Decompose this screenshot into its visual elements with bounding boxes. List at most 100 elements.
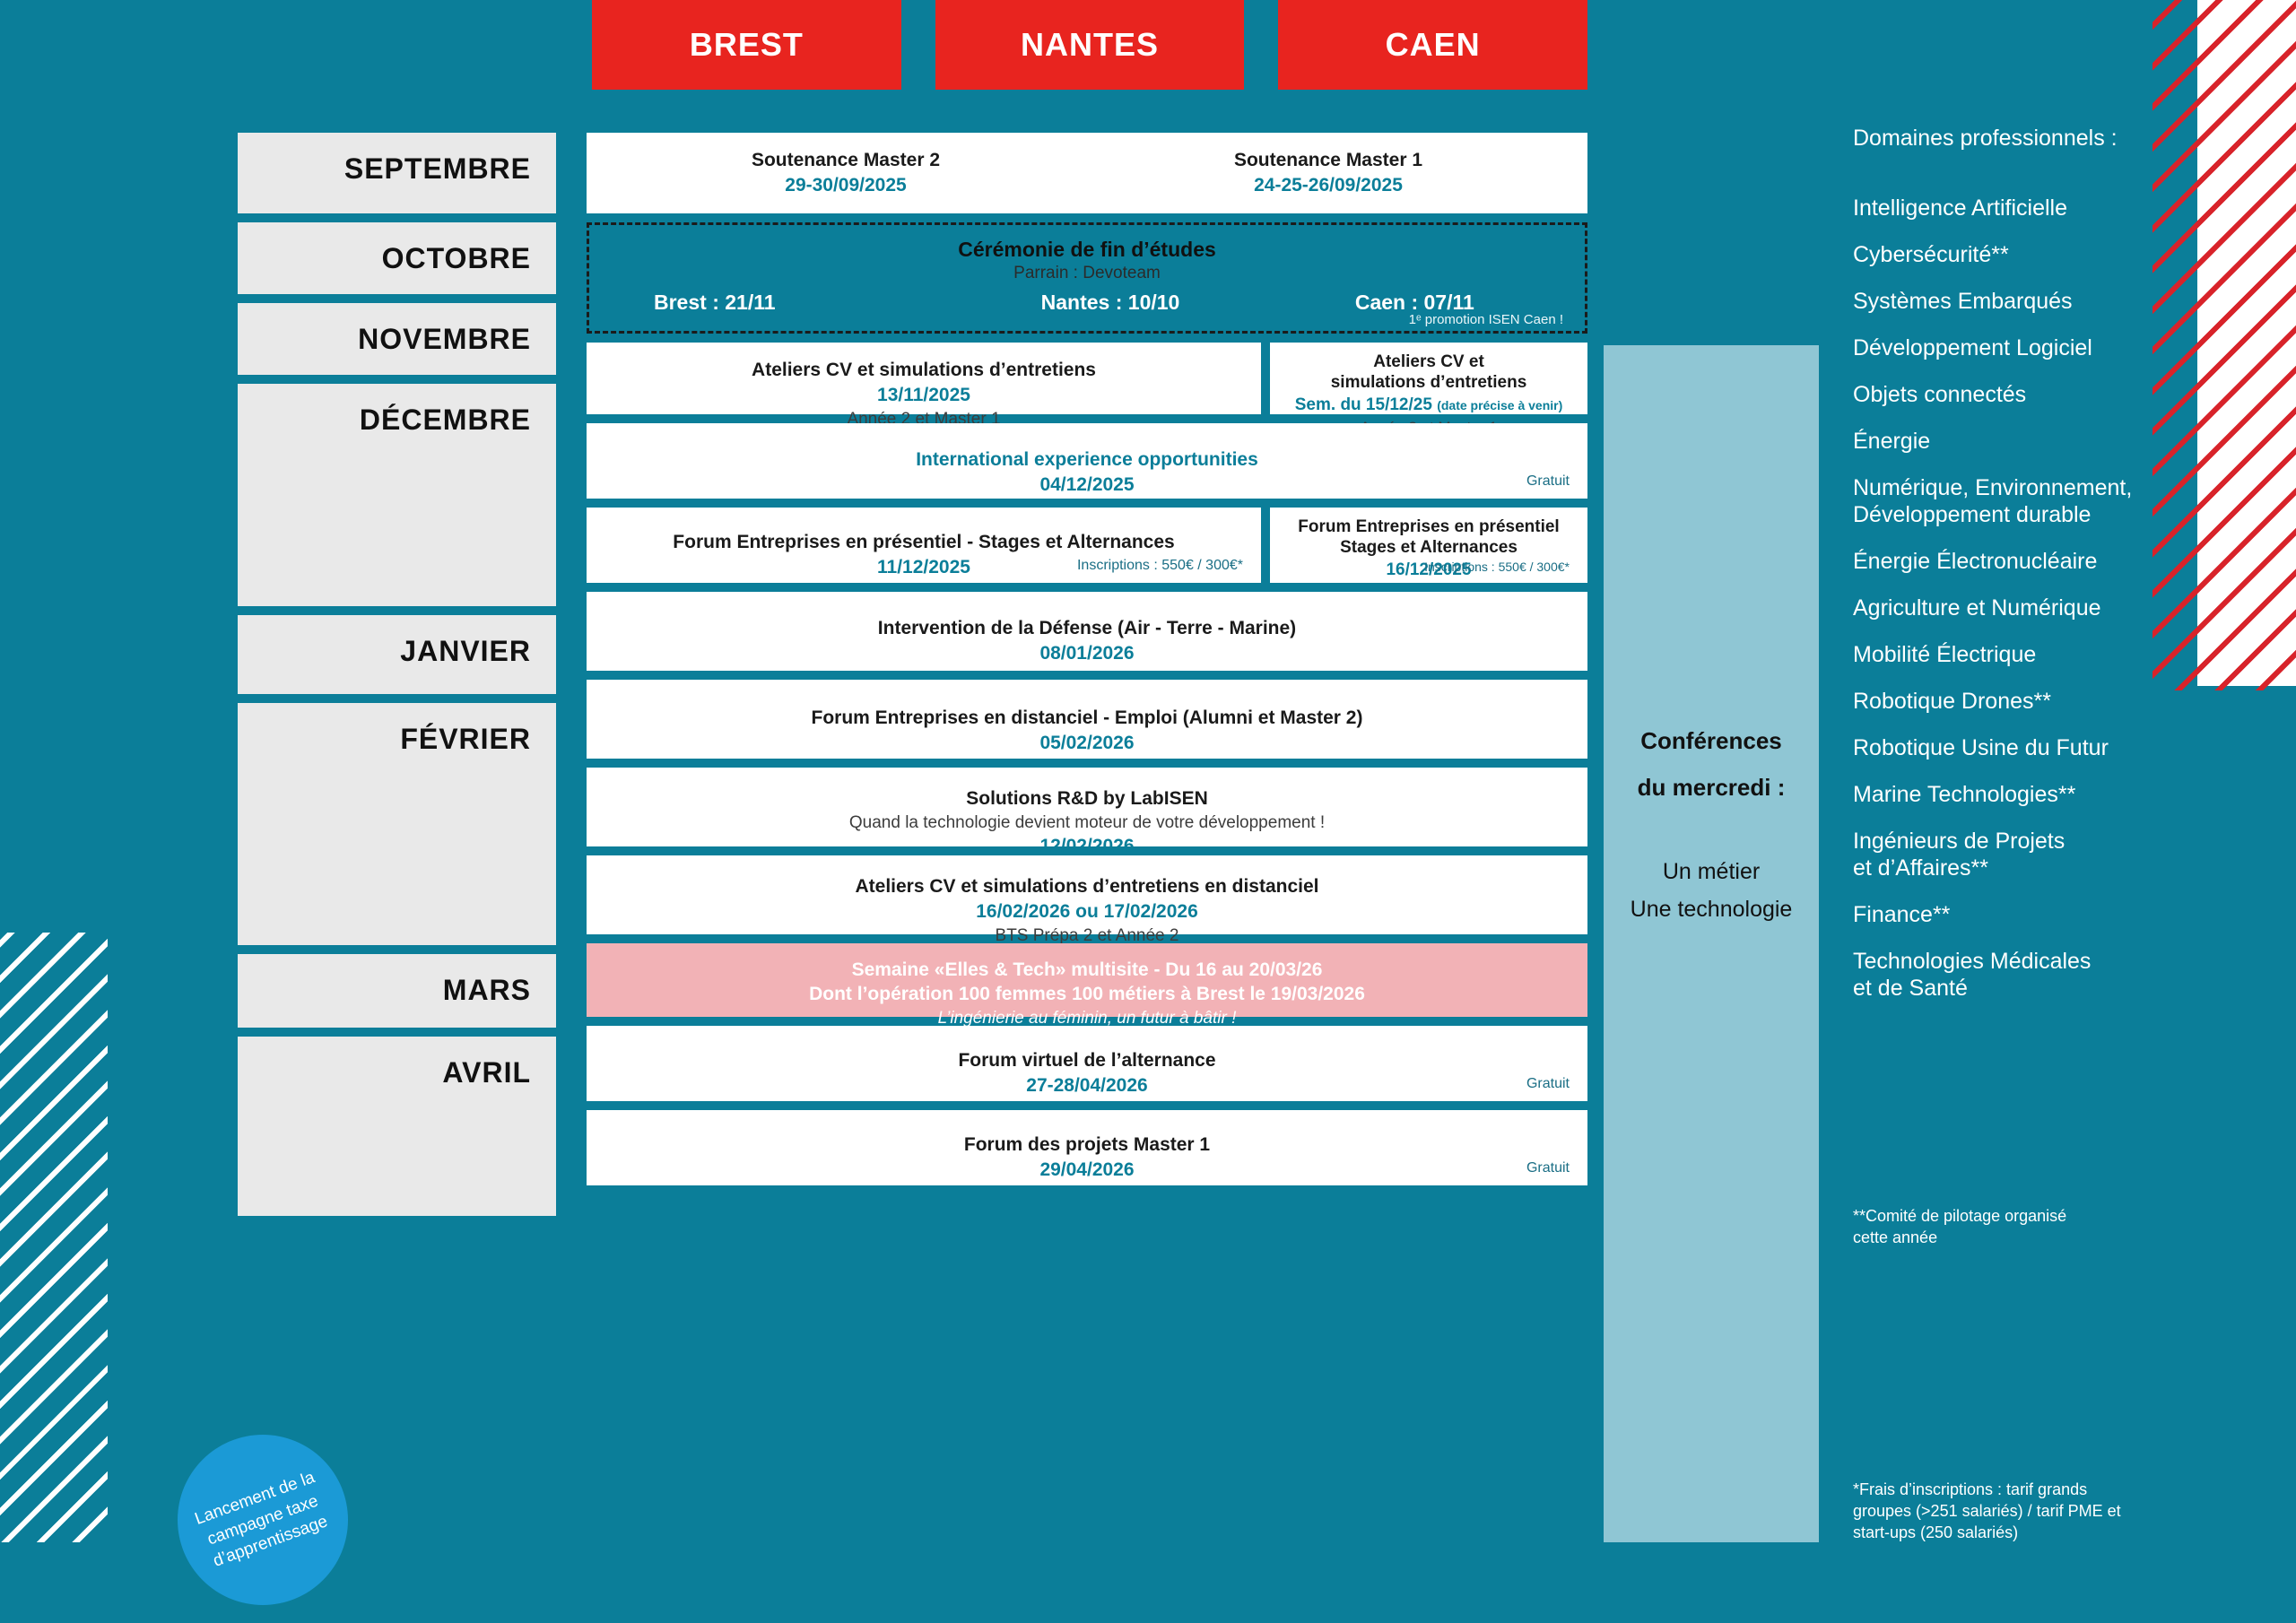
domain-item: Robotique Drones** — [1853, 689, 2051, 714]
event-row-forum-fevrier: Forum Entreprises en distanciel - Emploi… — [587, 680, 1587, 759]
event-date: Sem. du 15/12/25 (date précise à venir) — [1288, 395, 1570, 416]
event-date: 05/02/2026 — [1039, 732, 1135, 753]
event-title-line1: Forum Entreprises en présentiel — [1298, 517, 1560, 536]
conferences-panel: Conférences du mercredi : Un métier Une … — [1604, 345, 1819, 1542]
month-fevrier: FÉVRIER — [238, 703, 556, 945]
domain-item: Énergie Électronucléaire — [1853, 549, 2098, 574]
city-tabs: BREST NANTES CAEN — [592, 0, 1588, 90]
event-title: Forum Entreprises en présentiel - Stages… — [673, 532, 1175, 552]
event-card-ateliers-brest-nantes[interactable]: Ateliers CV et simulations d’entretiens … — [587, 343, 1261, 429]
footnote-comite: **Comité de pilotage organisé cette anné… — [1853, 1207, 2067, 1246]
domain-item: Agriculture et Numérique — [1853, 595, 2101, 621]
event-title: Forum virtuel de l’alternance — [958, 1050, 1216, 1071]
domain-item: Marine Technologies** — [1853, 782, 2076, 807]
event-row-labisen: Solutions R&D by LabISEN Quand la techno… — [587, 768, 1587, 856]
event-price-note: Inscriptions : 550€ / 300€* — [1424, 560, 1570, 574]
domain-item: Développement Logiciel — [1853, 335, 2092, 360]
conferences-heading-line1: Conférences — [1640, 727, 1782, 754]
event-card-forum-brest-nantes[interactable]: Forum Entreprises en présentiel - Stages… — [587, 508, 1261, 583]
elles-tech-tagline: L’ingénierie au féminin, un futur à bâti… — [937, 1008, 1237, 1028]
domain-item: Systèmes Embarqués — [1853, 289, 2073, 314]
event-date: 13/11/2025 — [877, 384, 970, 405]
elles-tech-line1: Semaine «Elles & Tech» multisite - Du 16… — [851, 959, 1323, 980]
event-row-forum-decembre: Forum Entreprises en présentiel - Stages… — [587, 508, 1587, 583]
event-card-forum-caen[interactable]: Forum Entreprises en présentiel Stages e… — [1270, 508, 1587, 583]
taxe-apprentissage-badge[interactable]: Lancement de la campagne taxe d’apprenti… — [178, 1435, 348, 1605]
domain-item: Finance** — [1853, 902, 1951, 927]
city-tab-brest[interactable]: BREST — [592, 0, 901, 90]
domain-item: Énergie — [1853, 429, 1931, 454]
footnote-frais: *Frais d’inscriptions : tarif grands gro… — [1853, 1480, 2121, 1541]
conferences-heading-line2: du mercredi : — [1637, 774, 1786, 801]
month-avril: AVRIL — [238, 1037, 556, 1216]
conferences-item-technologie: Une technologie — [1630, 896, 1793, 922]
conferences-item-metier: Un métier — [1662, 859, 1761, 884]
event-row-forum-virtuel: Forum virtuel de l’alternance 27-28/04/2… — [587, 1026, 1587, 1101]
event-title: Intervention de la Défense (Air - Terre … — [877, 618, 1297, 638]
badge-label: Lancement de la campagne taxe d’apprenti… — [192, 1467, 331, 1571]
month-septembre: SEPTEMBRE — [238, 133, 556, 213]
event-card-elles-tech[interactable]: Semaine «Elles & Tech» multisite - Du 16… — [587, 943, 1587, 1028]
event-date: 27-28/04/2026 — [1026, 1074, 1148, 1096]
month-column: SEPTEMBRE OCTOBRE NOVEMBRE DÉCEMBRE JANV… — [238, 133, 556, 1225]
decorative-white-band-right — [2197, 0, 2296, 686]
event-row-defense: Intervention de la Défense (Air - Terre … — [587, 592, 1587, 671]
domain-item: Numérique, Environnement, Développement … — [1853, 475, 2133, 527]
event-subtitle: Quand la technologie devient moteur de v… — [848, 812, 1326, 832]
event-row-septembre: Soutenance Master 2 29-30/09/2025 Souten… — [587, 133, 1587, 213]
event-card-forum-distanciel[interactable]: Forum Entreprises en distanciel - Emploi… — [587, 680, 1587, 759]
event-date: 11/12/2025 — [877, 556, 970, 577]
ceremony-title: Cérémonie de fin d’études — [958, 238, 1216, 261]
ceremony-city-dates: Brest : 21/11 Nantes : 10/10 Caen : 07/1… — [607, 291, 1567, 315]
event-title: Forum Entreprises en distanciel - Emploi… — [811, 707, 1363, 728]
event-card-soutenances[interactable]: Soutenance Master 2 29-30/09/2025 Souten… — [587, 133, 1587, 213]
domains-panel: Domaines professionnels : Intelligence A… — [1853, 126, 2212, 1021]
event-row-ateliers-novembre: Ateliers CV et simulations d’entretiens … — [587, 343, 1587, 436]
month-decembre: DÉCEMBRE — [238, 384, 556, 606]
event-card-forum-virtuel[interactable]: Forum virtuel de l’alternance 27-28/04/2… — [587, 1026, 1587, 1101]
event-date: 08/01/2026 — [1039, 642, 1135, 664]
event-date: 04/12/2025 — [1039, 473, 1135, 495]
event-price-note: Gratuit — [1526, 1076, 1570, 1091]
event-date: 29-30/09/2025 — [785, 174, 907, 195]
ceremony-date-nantes: Nantes : 10/10 — [1040, 291, 1180, 314]
event-card-ateliers-distanciel[interactable]: Ateliers CV et simulations d’entretiens … — [587, 855, 1587, 945]
event-date-text: Sem. du 15/12/25 — [1294, 395, 1432, 415]
event-title: Ateliers CV et simulations d’entretiens … — [855, 876, 1319, 897]
city-tab-caen[interactable]: CAEN — [1278, 0, 1588, 90]
domain-item: Robotique Usine du Futur — [1853, 735, 2109, 760]
event-date: 12/02/2026 — [1039, 836, 1135, 857]
event-card-defense[interactable]: Intervention de la Défense (Air - Terre … — [587, 592, 1587, 671]
event-price-note: Inscriptions : 550€ / 300€* — [1076, 558, 1243, 573]
event-card-ateliers-caen[interactable]: Ateliers CV et simulations d’entretiens … — [1270, 343, 1587, 436]
event-row-elles-tech: Semaine «Elles & Tech» multisite - Du 16… — [587, 943, 1587, 1028]
event-title-line1: Ateliers CV et — [1373, 352, 1484, 371]
domain-item: Technologies Médicales et de Santé — [1853, 949, 2092, 1001]
city-tab-nantes[interactable]: NANTES — [935, 0, 1245, 90]
event-title-line2: Stages et Alternances — [1340, 538, 1518, 558]
event-row-international: International experience opportunities 0… — [587, 423, 1587, 499]
domain-item: Objets connectés — [1853, 382, 2027, 407]
event-title: International experience opportunities — [916, 449, 1258, 470]
domain-item: Mobilité Électrique — [1853, 642, 2037, 667]
domains-heading: Domaines professionnels : — [1853, 126, 2118, 151]
event-card-ceremonie[interactable]: Cérémonie de fin d’études Parrain : Devo… — [587, 222, 1587, 334]
event-date: 16/02/2026 ou 17/02/2026 — [976, 900, 1198, 922]
event-title: Ateliers CV et simulations d’entretiens — [752, 360, 1096, 380]
ceremony-date-brest: Brest : 21/11 — [654, 291, 776, 314]
event-row-ceremonie: Cérémonie de fin d’études Parrain : Devo… — [587, 222, 1587, 334]
ceremony-footnote: 1ᵉ promotion ISEN Caen ! — [1408, 312, 1563, 327]
month-janvier: JANVIER — [238, 615, 556, 694]
domain-item: Intelligence Artificielle — [1853, 195, 2068, 221]
elles-tech-line2: Dont l’opération 100 femmes 100 métiers … — [809, 984, 1365, 1005]
event-card-projets-master1[interactable]: Forum des projets Master 1 29/04/2026 Gr… — [587, 1110, 1587, 1185]
domain-item: Ingénieurs de Projets et d’Affaires** — [1853, 829, 2066, 881]
event-audience: BTS Prépa 2 et Année 2 — [995, 925, 1179, 945]
event-card-labisen[interactable]: Solutions R&D by LabISEN Quand la techno… — [587, 768, 1587, 856]
event-row-ateliers-fevrier: Ateliers CV et simulations d’entretiens … — [587, 855, 1587, 945]
month-novembre: NOVEMBRE — [238, 303, 556, 375]
month-octobre: OCTOBRE — [238, 222, 556, 294]
event-date-note: (date précise à venir) — [1437, 398, 1563, 413]
event-card-international[interactable]: International experience opportunities 0… — [587, 423, 1587, 499]
